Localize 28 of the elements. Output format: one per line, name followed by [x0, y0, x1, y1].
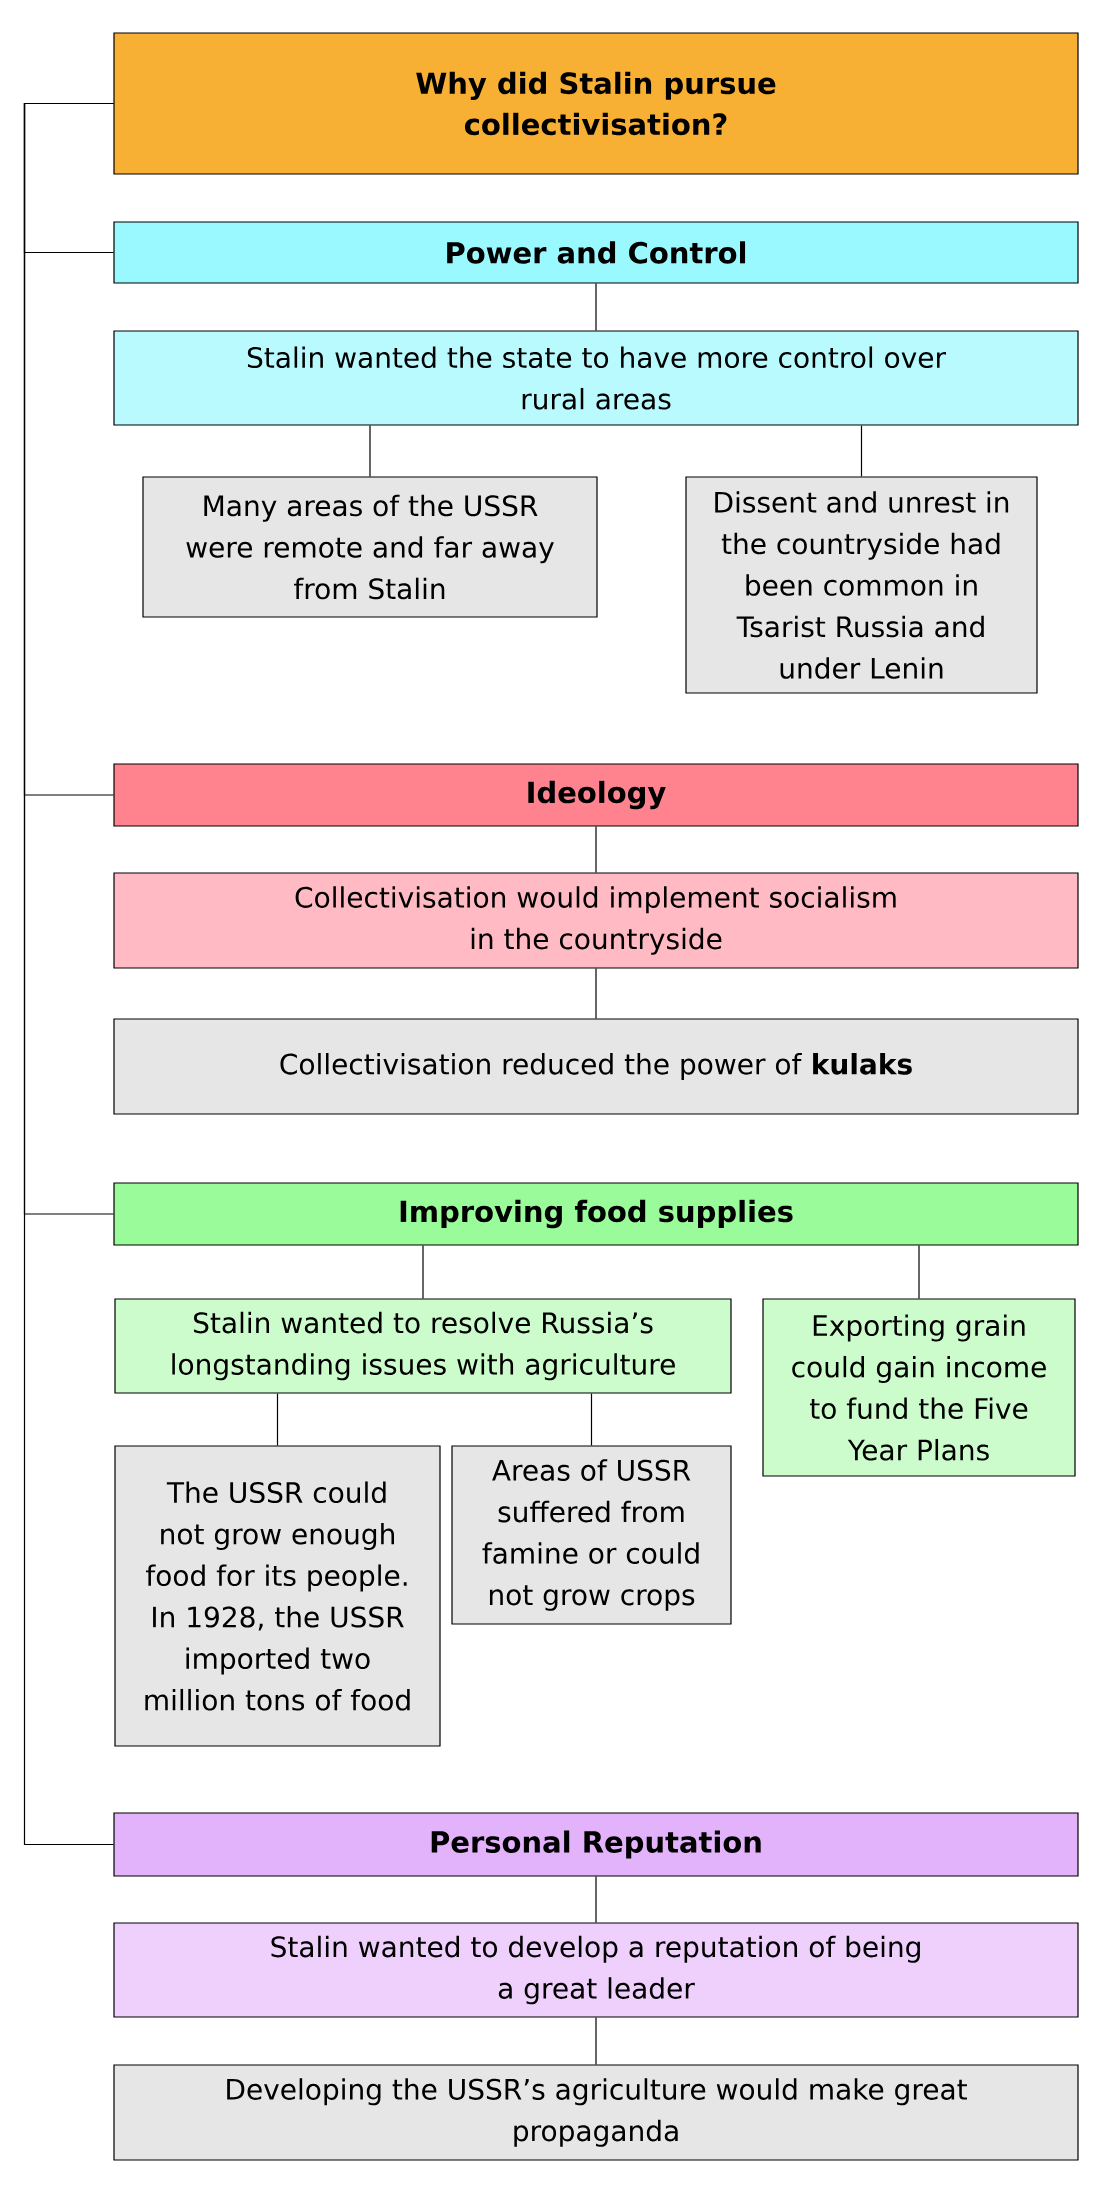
detail-box: Dissent and unrest in the countryside had been common in Tsarist Russia and under Lenin: [685, 476, 1038, 694]
connector-line: [369, 425, 371, 478]
reason-box: Collectivisation would implement socialism in the countryside: [113, 872, 1079, 969]
connector-line: [595, 826, 597, 873]
connector-line: [595, 2017, 597, 2065]
detail-box: Collectivisation reduced the power of kulaks: [113, 1018, 1079, 1115]
connector-line: [23, 102, 114, 1846]
heading-box: Personal Reputation: [113, 1812, 1079, 1877]
connector-line: [860, 425, 863, 478]
detail-box: Many areas of the USSR were remote and far away from Stalin: [142, 476, 598, 618]
detail-box: Developing the USSR’s agriculture would make great propaganda: [113, 2064, 1079, 2161]
connector-line: [918, 1245, 920, 1299]
detail-box: The USSR could not grow enough food for its people. In 1928, the USSR imported two million tons of food: [114, 1445, 441, 1747]
reason-box: Stalin wanted the state to have more control over rural areas: [113, 330, 1079, 426]
connector-line: [595, 968, 597, 1019]
reason-box: Stalin wanted to develop a reputation of being a great leader: [113, 1922, 1079, 2018]
heading-box: Power and Control: [113, 221, 1079, 284]
reason-box: Stalin wanted to resolve Russia’s longstanding issues with agriculture: [114, 1298, 732, 1394]
reason-box: Exporting grain could gain income to fund the Five Year Plans: [762, 1298, 1076, 1477]
heading-box: Improving food supplies: [113, 1182, 1079, 1246]
detail-box: Areas of USSR suffered from famine or could not grow crops: [451, 1445, 732, 1625]
connector-line: [590, 1393, 593, 1446]
question-box: Why did Stalin pursue collectivisation?: [113, 32, 1079, 175]
heading-box: Ideology: [113, 763, 1079, 827]
connector-line: [595, 283, 597, 332]
connector-line: [595, 1876, 597, 1923]
connector-line: [276, 1393, 279, 1446]
connector-line: [422, 1245, 424, 1299]
